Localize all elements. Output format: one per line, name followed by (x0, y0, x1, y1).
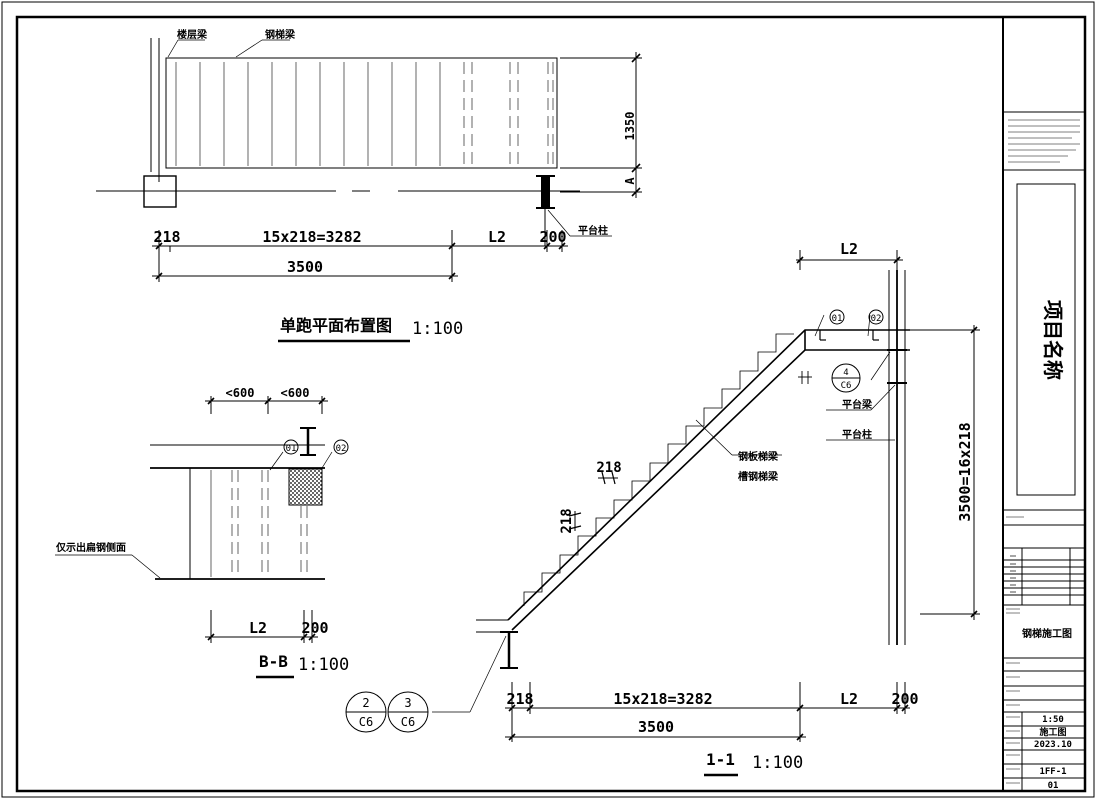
s11-tag-02-circle (868, 309, 884, 325)
plan-dim-vertical: 1350 (623, 112, 637, 141)
plan-scale: 1:100 (412, 319, 463, 339)
bb-tag-02-circle (333, 439, 349, 455)
bb-dim-l2: L2 (249, 619, 267, 637)
plan-label-platform-column: 平台柱 (578, 224, 608, 237)
plan-view (96, 38, 642, 282)
inner-frame (15, 15, 1087, 793)
plan-column-box (143, 175, 177, 208)
project-name: 项目名称 (1041, 300, 1065, 380)
s11-dim-l2-top: L2 (840, 240, 858, 258)
section-bb-texts: 01 02 <600 <600 L2 200 仅示出扁钢侧面 B-B 1:100 (55, 386, 349, 675)
sheet-number: 01 (1048, 781, 1059, 791)
s11-label-channel: 槽钢梯梁 (738, 470, 779, 483)
stair-lower-stringer (511, 349, 910, 631)
plan-dim-l2: L2 (488, 228, 506, 246)
label-floor-beam: 楼层梁 (177, 28, 208, 41)
plan-dim-total: 3500 (287, 258, 323, 276)
s11-scale: 1:100 (752, 753, 803, 773)
s11-step-width: 218 (596, 460, 621, 476)
plan-dim-200: 200 (539, 228, 566, 246)
s11-detail-num: 4 (843, 368, 848, 378)
ref-2-num: 2 (362, 696, 369, 710)
ref-3-sheet: C6 (401, 715, 415, 729)
section-bb (55, 396, 333, 643)
s11-detail-sheet: C6 (841, 381, 852, 391)
bb-dim-600-left: <600 (226, 386, 255, 400)
ref-3-num: 3 (404, 696, 411, 710)
bb-tag-01-circle (283, 439, 299, 455)
plan-dim-steps: 15x218=3282 (262, 228, 361, 246)
s11-label-platform-column: 平台柱 (842, 428, 872, 441)
drawing-name: 钢梯施工图 (1022, 627, 1072, 640)
s11-label-platform-beam: 平台梁 (842, 398, 873, 411)
label-stair-beam: 钢梯梁 (265, 28, 296, 41)
bb-side-note: 仅示出扁钢侧面 (55, 541, 126, 554)
plan-title: 单跑平面布置图 (280, 316, 392, 335)
s11-label-steel-plate: 钢板梯梁 (738, 450, 779, 463)
s11-tag-01: 01 (832, 314, 843, 324)
section-11 (432, 250, 980, 742)
section-11-texts: L2 01 02 4 C6 平台梁 平台柱 钢板梯梁 槽钢梯梁 218 218 … (359, 240, 974, 773)
s11-title: 1-1 (706, 750, 735, 769)
s11-tag-02: 02 (871, 314, 882, 324)
s11-dim-vertical: 3500=16x218 (956, 422, 974, 521)
s11-dim-l2: L2 (840, 690, 858, 708)
plan-dim-218: 218 (153, 228, 180, 246)
bb-dim-600-right: <600 (281, 386, 310, 400)
s11-dim-200: 200 (891, 690, 918, 708)
plan-axis-label: A (623, 177, 637, 185)
drawing-date: 2023.10 (1034, 740, 1072, 750)
s11-dim-steps: 15x218=3282 (613, 690, 712, 708)
drawing-scale: 1:50 (1042, 715, 1064, 725)
stair-steps (523, 333, 794, 606)
s11-dim-218: 218 (506, 690, 533, 708)
bb-scale: 1:100 (298, 655, 349, 675)
bb-tag-01: 01 (286, 444, 297, 454)
bb-dim-200: 200 (301, 619, 328, 637)
plan-texts: 楼层梁 钢梯梁 1350 A 218 15x218=3282 L2 200 平台… (153, 28, 637, 339)
drawing-stage: 施工图 (1039, 726, 1066, 738)
drawing-number: 1FF-1 (1039, 767, 1066, 777)
s11-step-height: 218 (559, 508, 575, 533)
bb-hatch-block (288, 468, 323, 506)
title-block-texts: 项目名称 钢梯施工图 1:50 施工图 2023.10 1FF-1 01 (1022, 300, 1072, 791)
s11-dim-total: 3500 (638, 718, 674, 736)
title-block (1002, 17, 1085, 791)
ref-2-sheet: C6 (359, 715, 373, 729)
bb-title: B-B (259, 652, 288, 671)
bb-tag-02: 02 (336, 444, 347, 454)
s11-tag-01-circle (829, 309, 845, 325)
